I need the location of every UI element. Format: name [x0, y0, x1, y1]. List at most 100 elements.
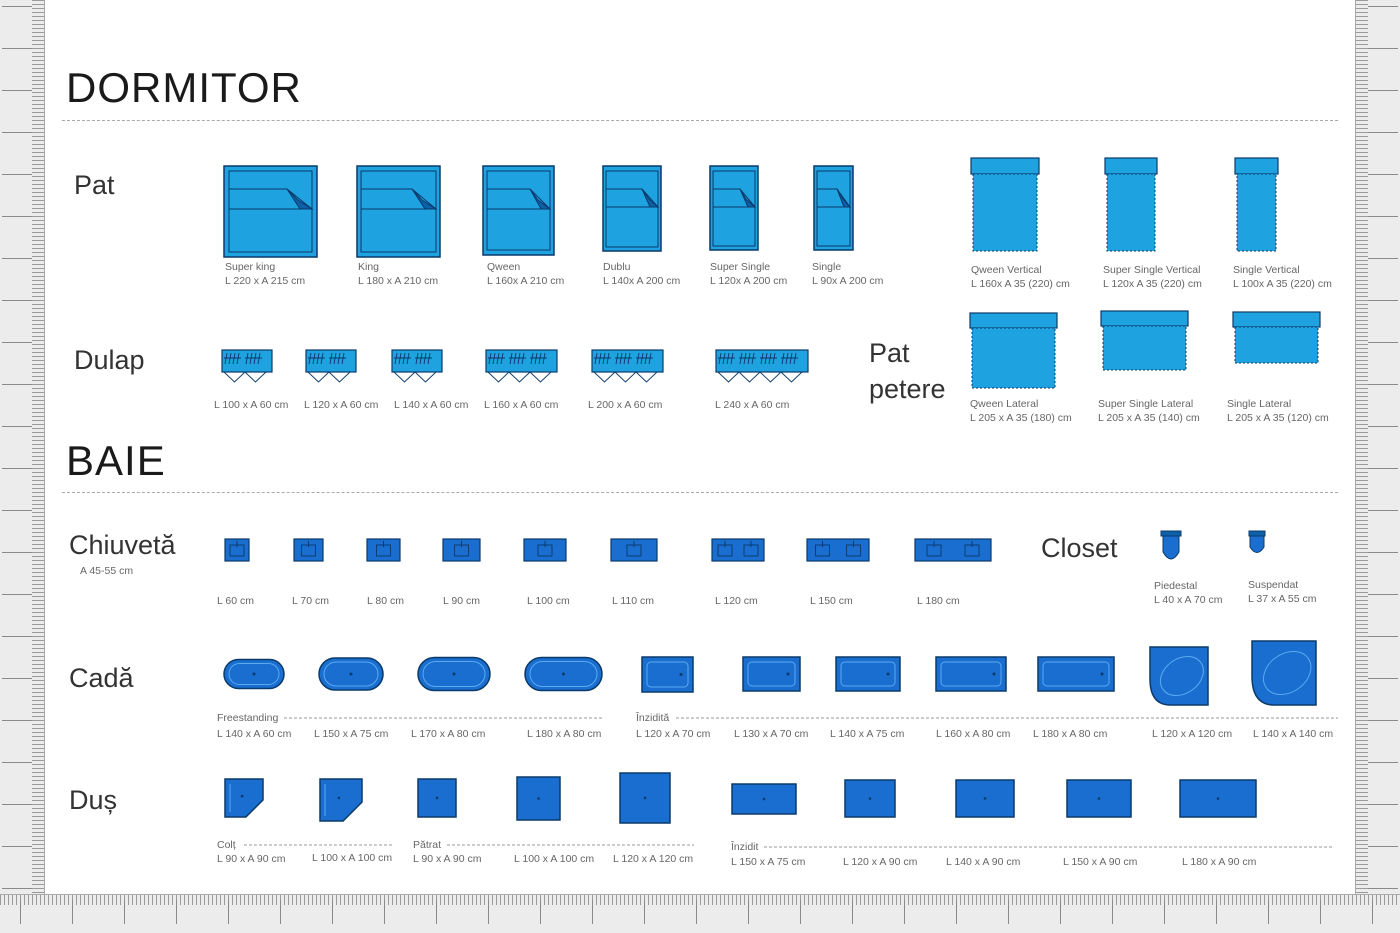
shower-group	[224, 772, 1257, 824]
corner-tub-icon	[1251, 640, 1317, 706]
wardrobe-icon	[591, 349, 664, 383]
ruler-tick	[1368, 510, 1398, 511]
ruler-tick	[1368, 300, 1398, 301]
divider	[62, 492, 1338, 493]
ruler-tick	[2, 678, 32, 679]
wardrobe-icon	[221, 349, 273, 383]
ruler-tick	[2, 888, 32, 889]
ruler-tick	[1368, 216, 1398, 217]
ruler-tick	[1112, 900, 1113, 924]
corner-shower-icon	[319, 778, 363, 822]
built-in-shower-icon	[844, 779, 896, 818]
chiuveta-label: L 100 cm	[527, 595, 570, 607]
built-in-shower-icon	[1066, 779, 1132, 818]
ruler-tick	[2, 300, 32, 301]
ruler-tick	[2, 6, 32, 7]
chiuveta-label: L 180 cm	[917, 595, 960, 607]
ruler-tick	[1060, 900, 1061, 924]
ruler-tick	[1368, 132, 1398, 133]
closet-piedestal-icon	[1160, 530, 1182, 560]
bed-super-single-icon	[709, 165, 759, 251]
group-label-freestanding: Freestanding	[217, 712, 279, 724]
chiuveta-label: L 90 cm	[443, 595, 480, 607]
sink-icon	[806, 538, 870, 562]
ruler-tick	[956, 900, 957, 924]
sink-group	[224, 538, 992, 562]
closet-suspendat-icon	[1248, 530, 1266, 553]
category-dulap: Dulap	[74, 345, 145, 375]
ruler-tick	[2, 552, 32, 553]
bed-dublu-icon	[602, 165, 662, 252]
freestanding-tub-icon	[223, 658, 285, 690]
ruler-tick	[2, 762, 32, 763]
ruler-tick	[1368, 342, 1398, 343]
ruler-tick	[1368, 720, 1398, 721]
dus-label: L 90 x A 90 cm	[413, 853, 482, 865]
square-shower-icon	[417, 778, 457, 818]
ruler-tick	[2, 384, 32, 385]
category-chiuveta-sub: A 45-55 cm	[80, 565, 134, 577]
built-in-tub-icon	[1037, 656, 1115, 692]
chiuveta-label: L 150 cm	[810, 595, 853, 607]
ruler-tick	[1368, 762, 1398, 763]
ruler-tick	[20, 900, 21, 924]
category-chiuveta: Chiuvetă	[69, 530, 176, 560]
cada-label: L 170 x A 80 cm	[411, 728, 486, 740]
ruler-tick	[1368, 258, 1398, 259]
chiuveta-label: L 120 cm	[715, 595, 758, 607]
ruler-tick	[904, 900, 905, 924]
ruler-tick	[2, 258, 32, 259]
built-in-tub-icon	[742, 656, 801, 692]
ruler-tick	[1368, 90, 1398, 91]
ruler-tick	[800, 900, 801, 924]
dulap-label: L 240 x A 60 cm	[715, 399, 790, 411]
corner-shower-icon	[224, 778, 264, 818]
wall-bed-super-single-vertical-icon	[1104, 157, 1158, 252]
built-in-shower-icon	[955, 779, 1015, 818]
ruler-tick	[2, 720, 32, 721]
dulap-label: L 100 x A 60 cm	[214, 399, 289, 411]
right-ruler	[1355, 0, 1400, 933]
ruler-tick	[644, 900, 645, 924]
built-in-shower-icon	[1179, 779, 1257, 818]
left-ruler	[0, 0, 45, 933]
bottom-ruler	[0, 894, 1400, 933]
group-label-inzidit: Înzidit	[731, 841, 759, 853]
ruler-tick	[2, 90, 32, 91]
chiuveta-label: L 60 cm	[217, 595, 254, 607]
ruler-tick	[1368, 804, 1398, 805]
cada-label: L 180 x A 80 cm	[527, 728, 602, 740]
square-shower-icon	[516, 776, 561, 821]
ruler-tick	[488, 900, 489, 924]
wardrobe-icon	[715, 349, 809, 383]
ruler-tick	[124, 900, 125, 924]
ruler-tick	[2, 594, 32, 595]
wall-bed-qween-lateral-icon	[969, 312, 1058, 389]
ruler-tick	[72, 900, 73, 924]
ruler-tick	[332, 900, 333, 924]
ruler-tick	[1372, 900, 1373, 924]
built-in-tub-icon	[641, 656, 694, 693]
ruler-tick	[852, 900, 853, 924]
dus-label: L 120 x A 120 cm	[613, 853, 694, 865]
ruler-tick	[1216, 900, 1217, 924]
cada-label: L 140 x A 140 cm	[1253, 728, 1334, 740]
wardrobe-icon	[391, 349, 443, 383]
ruler-tick	[2, 846, 32, 847]
section-title-baie: BAIE	[66, 437, 166, 484]
sink-icon	[610, 538, 658, 562]
cada-label: L 130 x A 70 cm	[734, 728, 809, 740]
wardrobe-icon	[485, 349, 558, 383]
group-label-inzidita: Înzidită	[636, 712, 670, 724]
ruler-tick	[2, 426, 32, 427]
group-label-patrat: Pătrat	[413, 839, 442, 851]
